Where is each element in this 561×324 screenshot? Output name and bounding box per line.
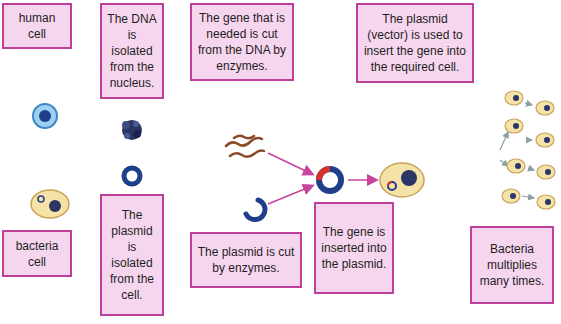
- gene-fragments: [226, 136, 264, 157]
- text-box: The gene that is needed is cut from the …: [190, 3, 294, 81]
- text-box: human cell: [2, 3, 72, 49]
- text-box: bacteria cell: [2, 230, 72, 277]
- box-text: Bacteria multiplies many times.: [472, 238, 552, 292]
- human-cell: [33, 104, 57, 128]
- text-box: The plasmid is isolated from the cell.: [100, 194, 164, 316]
- plasmid-ring: [124, 168, 140, 184]
- bacteria-cell: [31, 190, 69, 218]
- bacteria-colony: [500, 91, 555, 209]
- pointer-arrow: [268, 153, 312, 174]
- box-text: The plasmid (vector) is used to insert t…: [358, 8, 472, 78]
- dna-clump: [122, 120, 142, 140]
- box-text: bacteria cell: [4, 235, 70, 273]
- text-box: The plasmid (vector) is used to insert t…: [356, 3, 474, 83]
- recombinant-plasmid: [319, 169, 341, 191]
- text-box: The gene is inserted into the plasmid.: [314, 202, 394, 294]
- pointer-arrow: [348, 179, 376, 181]
- cut-plasmid: [246, 200, 265, 220]
- box-text: The gene that is needed is cut from the …: [192, 7, 292, 77]
- box-text: The DNA is isolated from the nucleus.: [102, 8, 162, 94]
- box-text: The gene is inserted into the plasmid.: [316, 221, 392, 275]
- box-text: The plasmid is isolated from the cell.: [102, 204, 162, 306]
- text-box: The DNA is isolated from the nucleus.: [100, 3, 164, 99]
- box-text: human cell: [4, 7, 70, 45]
- box-text: The plasmid is cut by enzymes.: [192, 241, 300, 279]
- text-box: The plasmid is cut by enzymes.: [190, 232, 302, 288]
- text-box: Bacteria multiplies many times.: [470, 226, 554, 304]
- pointer-arrow: [268, 186, 312, 204]
- modified-cell: [380, 163, 424, 197]
